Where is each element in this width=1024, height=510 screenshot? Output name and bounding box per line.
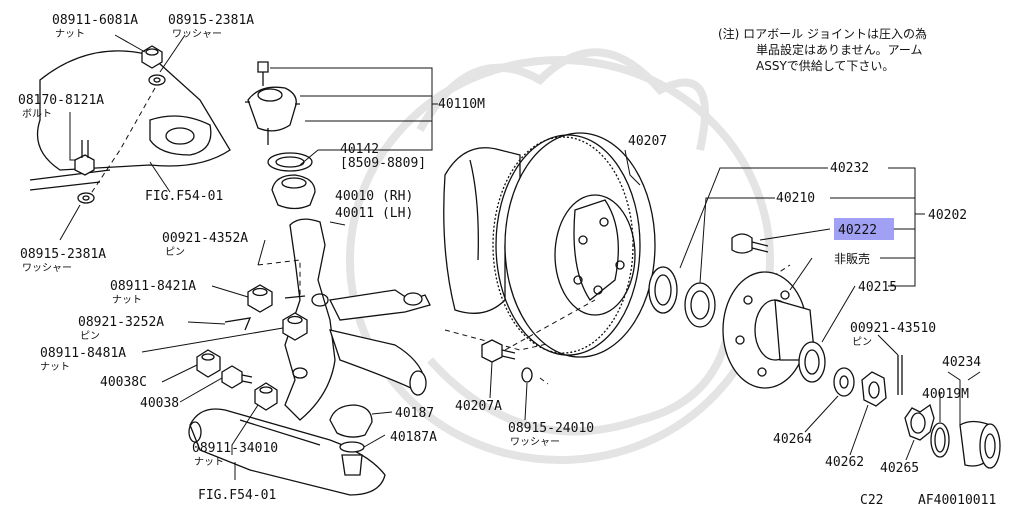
label-08911-34010-sub: ナット: [194, 456, 224, 468]
oil-seal-40232-part: [648, 266, 678, 314]
dust-shield-part: [443, 147, 521, 314]
seal-40142-part: [267, 152, 313, 172]
nut-08911-8481A-part: [282, 312, 308, 341]
label-40264[interactable]: 40264: [773, 432, 812, 447]
diagram-code-c22: C22: [860, 493, 883, 508]
lock-cap-40265-part: [904, 403, 935, 441]
nut-40262-part: [861, 371, 887, 407]
diagram-code-af: AF40010011: [918, 493, 996, 508]
brake-rotor-40207-part: [492, 132, 656, 358]
label-08911-8421A[interactable]: 08911-8421A: [110, 279, 196, 294]
note-line-2: 単品設定はありません。アーム: [756, 42, 923, 57]
label-00921-4352A-sub: ピン: [165, 246, 185, 258]
label-40262[interactable]: 40262: [825, 455, 864, 470]
label-08170-8121A[interactable]: 08170-8121A: [18, 93, 104, 108]
label-40207[interactable]: 40207: [628, 134, 667, 149]
bearing-40210-part: [684, 282, 716, 328]
label-fig-f54-01-top[interactable]: FIG.F54-01: [145, 189, 223, 204]
label-40110M[interactable]: 40110M: [438, 97, 485, 112]
label-40142[interactable]: 40142: [340, 142, 379, 157]
label-08911-34010[interactable]: 08911-34010: [192, 441, 278, 456]
washer-40264-part: [833, 367, 855, 397]
nut-40038C-part: [196, 349, 221, 378]
label-40010[interactable]: 40010 (RH): [335, 189, 413, 204]
label-40142-range: [8509-8809]: [340, 156, 426, 171]
label-08911-8481A-sub: ナット: [40, 361, 70, 373]
label-40038[interactable]: 40038: [140, 396, 179, 411]
nut-08911-34010-part: [254, 382, 278, 411]
bolt-40038-part: [221, 365, 253, 389]
label-40019M[interactable]: 40019M: [922, 387, 969, 402]
upper-control-arm-drawing: [29, 50, 231, 191]
label-08915-24010[interactable]: 08915-24010: [508, 421, 594, 436]
hub-bolt-40222-part: [731, 233, 769, 254]
nut-08911-6081A-part: [141, 45, 163, 69]
label-40038C[interactable]: 40038C: [100, 375, 147, 390]
label-08915-2381A-top[interactable]: 08915-2381A: [168, 13, 254, 28]
note-line-1: (注) ロアボール ジョイントは圧入の為: [718, 26, 927, 41]
label-08915-24010-sub: ワッシャー: [510, 437, 560, 448]
bolt-40207A-part: [481, 339, 516, 363]
note-line-3: ASSYで供給して下さい。: [756, 59, 894, 73]
o-ring-40019M-part: [930, 422, 950, 458]
washer-top-part: [148, 74, 166, 86]
label-40207A[interactable]: 40207A: [455, 399, 502, 414]
washer-bottom-part: [77, 192, 95, 204]
label-40187[interactable]: 40187: [395, 406, 434, 421]
label-40215[interactable]: 40215: [858, 280, 897, 295]
leader-lines: [59, 34, 981, 480]
dashed-guide-bolt: [504, 299, 596, 351]
bolt-08170-8121A-part: [74, 140, 95, 176]
steering-knuckle-part: [284, 218, 431, 421]
lower-control-arm-part: [188, 408, 386, 496]
ball-joint-40110M-part: [245, 61, 300, 145]
label-40187A[interactable]: 40187A: [390, 430, 437, 445]
label-00921-43510-sub: ピン: [852, 336, 872, 348]
label-08911-8481A[interactable]: 08911-8481A: [40, 346, 126, 361]
label-00921-43510[interactable]: 00921-43510: [850, 321, 936, 336]
nut-08911-8421A-part: [247, 284, 273, 313]
label-08915-2381A-top-sub: ワッシャー: [172, 29, 222, 40]
label-08170-8121A-sub: ボルト: [22, 108, 52, 120]
label-08911-8421A-sub: ナット: [112, 294, 142, 306]
label-40222[interactable]: 40222: [838, 223, 877, 238]
label-08915-2381A-bottom-sub: ワッシャー: [22, 263, 72, 274]
label-40265[interactable]: 40265: [880, 461, 919, 476]
label-00921-4352A[interactable]: 00921-4352A: [162, 231, 248, 246]
label-08921-3252A-sub: ピン: [80, 330, 100, 342]
label-40210[interactable]: 40210: [776, 191, 815, 206]
label-08921-3252A[interactable]: 08921-3252A: [78, 315, 164, 330]
label-08911-6081A[interactable]: 08911-6081A: [52, 13, 138, 28]
label-40202[interactable]: 40202: [928, 208, 967, 223]
pin-00921-4352A-part: [257, 259, 306, 300]
label-08915-2381A-bottom[interactable]: 08915-2381A: [20, 247, 106, 262]
label-40011[interactable]: 40011 (LH): [335, 206, 413, 221]
washer-08915-24010-part: [521, 367, 533, 383]
pin-00921-43510-part: [897, 355, 903, 395]
grease-cap-40234-part: [959, 420, 1001, 469]
label-fig-f54-01-bottom[interactable]: FIG.F54-01: [198, 488, 276, 503]
dashed-guide-washer: [539, 377, 549, 385]
pin-08921-3252A-part: [224, 317, 252, 331]
ball-joint-40187-part: [329, 404, 373, 476]
label-not-sold: 非販売: [834, 251, 870, 266]
selected-part-highlight: [834, 218, 894, 240]
boot-40142-part: [271, 174, 316, 210]
bearing-40215-part: [798, 341, 826, 383]
label-40232[interactable]: 40232: [830, 161, 869, 176]
label-40234[interactable]: 40234: [942, 355, 981, 370]
label-08911-6081A-sub: ナット: [55, 28, 85, 40]
